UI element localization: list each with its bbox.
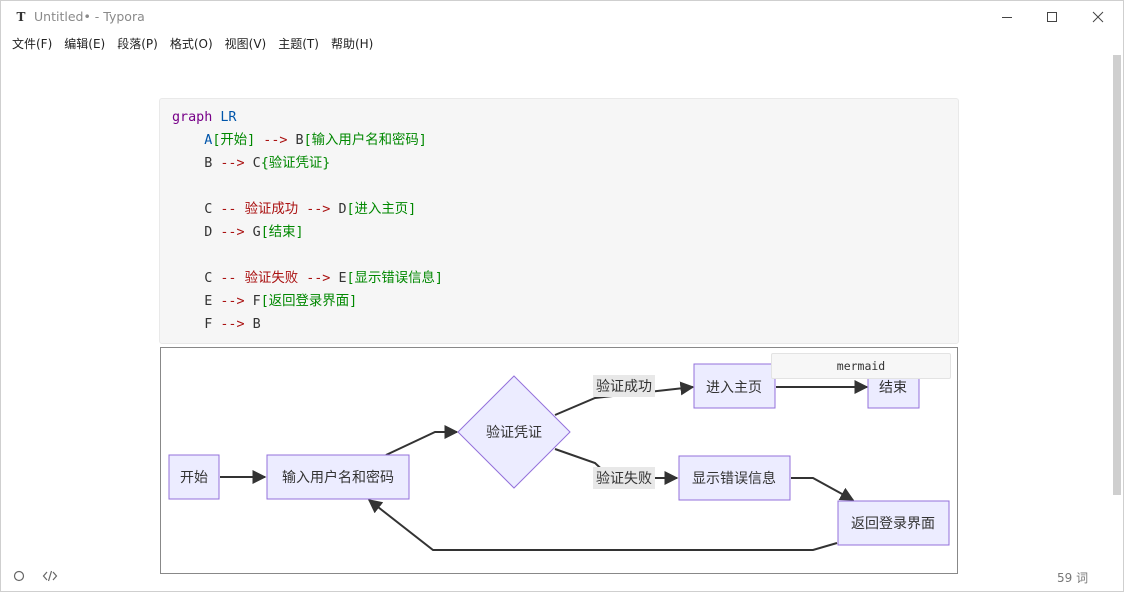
edge-label-fail: 验证失败 — [596, 471, 652, 487]
typora-logo-icon: T — [16, 10, 26, 24]
code-edge-text: 验证失败 — [244, 271, 299, 286]
code-node-id: D — [204, 225, 213, 240]
code-arrow: --> — [306, 202, 331, 217]
code-arrow: --> — [220, 294, 245, 309]
outline-toggle-icon[interactable] — [13, 570, 25, 582]
menu-theme[interactable]: 主题(T) — [278, 37, 319, 51]
code-keyword: graph — [172, 110, 213, 125]
code-arrow: --> — [220, 156, 245, 171]
code-line-6: D --> G[结束] — [172, 224, 304, 242]
menu-edit[interactable]: 编辑(E) — [64, 37, 106, 51]
code-arrow: --> — [263, 133, 288, 148]
code-node-id: F — [252, 294, 261, 309]
node-start-box — [168, 454, 220, 500]
node-home: 进入主页 — [706, 380, 762, 396]
code-line-2: A[开始] --> B[输入用户名和密码] — [172, 132, 427, 150]
code-node-id: G — [252, 225, 261, 240]
flowchart-svg: 验证成功 验证失败 开始 输入用户名和密码 验证凭证 进入主页 结束 显示错误信… — [168, 363, 950, 551]
minimize-icon — [1002, 17, 1012, 18]
menu-help[interactable]: 帮助(H) — [330, 37, 374, 51]
maximize-icon — [1047, 12, 1057, 22]
code-node-id: B — [204, 156, 213, 171]
edge-label-success: 验证成功 — [596, 379, 652, 395]
window-title: Untitled• - Typora — [34, 9, 145, 24]
mermaid-code-block[interactable]: graph LR A[开始] --> B[输入用户名和密码] B --> C{验… — [159, 98, 959, 344]
code-node-id: B — [295, 133, 304, 148]
close-button[interactable] — [1075, 1, 1121, 33]
node-verify-diamond — [457, 375, 571, 489]
node-input: 输入用户名和密码 — [282, 469, 394, 486]
title-bar: T Untitled• - Typora — [1, 1, 1124, 33]
code-dash: -- — [220, 271, 237, 286]
node-end: 结束 — [879, 380, 907, 396]
code-node-id: C — [204, 271, 213, 286]
menu-bar: 文件(F) 编辑(E) 段落(P) 格式(O) 视图(V) 主题(T) 帮助(H… — [1, 33, 379, 55]
maximize-button[interactable] — [1029, 1, 1075, 33]
node-verify: 验证凭证 — [486, 425, 542, 441]
edge-label-success-bg — [593, 375, 655, 397]
node-error-box — [678, 455, 791, 501]
node-return: 返回登录界面 — [851, 516, 935, 532]
word-count[interactable]: 59 词 — [1057, 571, 1089, 585]
source-code-mode-icon[interactable] — [42, 569, 58, 583]
code-line-3: B --> C{验证凭证} — [172, 155, 330, 173]
code-line-5: C -- 验证成功 --> D[进入主页] — [172, 201, 416, 219]
minimize-button[interactable] — [984, 1, 1030, 33]
menu-format[interactable]: 格式(O) — [169, 37, 213, 51]
code-node-label: [开始] — [212, 133, 256, 148]
menu-paragraph[interactable]: 段落(P) — [117, 37, 158, 51]
code-line-9: E --> F[返回登录界面] — [172, 293, 357, 311]
code-node-id: E — [338, 271, 347, 286]
code-arrow: --> — [220, 225, 245, 240]
code-node-label: [显示错误信息] — [346, 271, 443, 286]
code-node-label: {验证凭证} — [260, 156, 331, 171]
code-node-id: C — [204, 202, 213, 217]
menu-view[interactable]: 视图(V) — [224, 37, 267, 51]
edge-label-fail-bg — [593, 467, 655, 489]
code-arrow: --> — [306, 271, 331, 286]
code-node-label: [返回登录界面] — [260, 294, 358, 309]
edge-error-return — [791, 477, 855, 501]
scrollbar-thumb[interactable] — [1113, 55, 1121, 495]
menu-file[interactable]: 文件(F) — [12, 37, 53, 51]
code-dash: -- — [220, 202, 237, 217]
node-home-box — [693, 363, 776, 409]
code-node-id: A — [204, 133, 213, 148]
edge-input-verify — [385, 425, 459, 456]
code-line-1: graph LR — [172, 109, 237, 127]
code-direction: LR — [220, 110, 237, 125]
code-language-input[interactable]: mermaid — [771, 353, 951, 379]
node-input-box — [266, 454, 410, 500]
edge-return-input — [367, 499, 838, 551]
edge-verify-home — [554, 381, 695, 416]
code-node-label: [输入用户名和密码] — [303, 133, 427, 148]
node-start: 开始 — [180, 470, 208, 486]
code-arrow: --> — [220, 317, 245, 332]
code-node-label: [进入主页] — [346, 202, 417, 217]
close-icon — [1092, 11, 1104, 23]
code-node-id: B — [252, 317, 261, 332]
mermaid-diagram-preview[interactable]: 验证成功 验证失败 开始 输入用户名和密码 验证凭证 进入主页 结束 显示错误信… — [160, 347, 958, 574]
code-node-id: D — [338, 202, 347, 217]
code-node-id: F — [204, 317, 213, 332]
code-node-id: E — [204, 294, 213, 309]
node-error: 显示错误信息 — [692, 470, 776, 487]
code-node-label: [结束] — [260, 225, 304, 240]
code-edge-text: 验证成功 — [244, 202, 299, 217]
code-line-10: F --> B — [172, 316, 261, 334]
code-node-id: C — [252, 156, 261, 171]
node-return-box — [837, 500, 950, 546]
code-line-8: C -- 验证失败 --> E[显示错误信息] — [172, 270, 443, 288]
